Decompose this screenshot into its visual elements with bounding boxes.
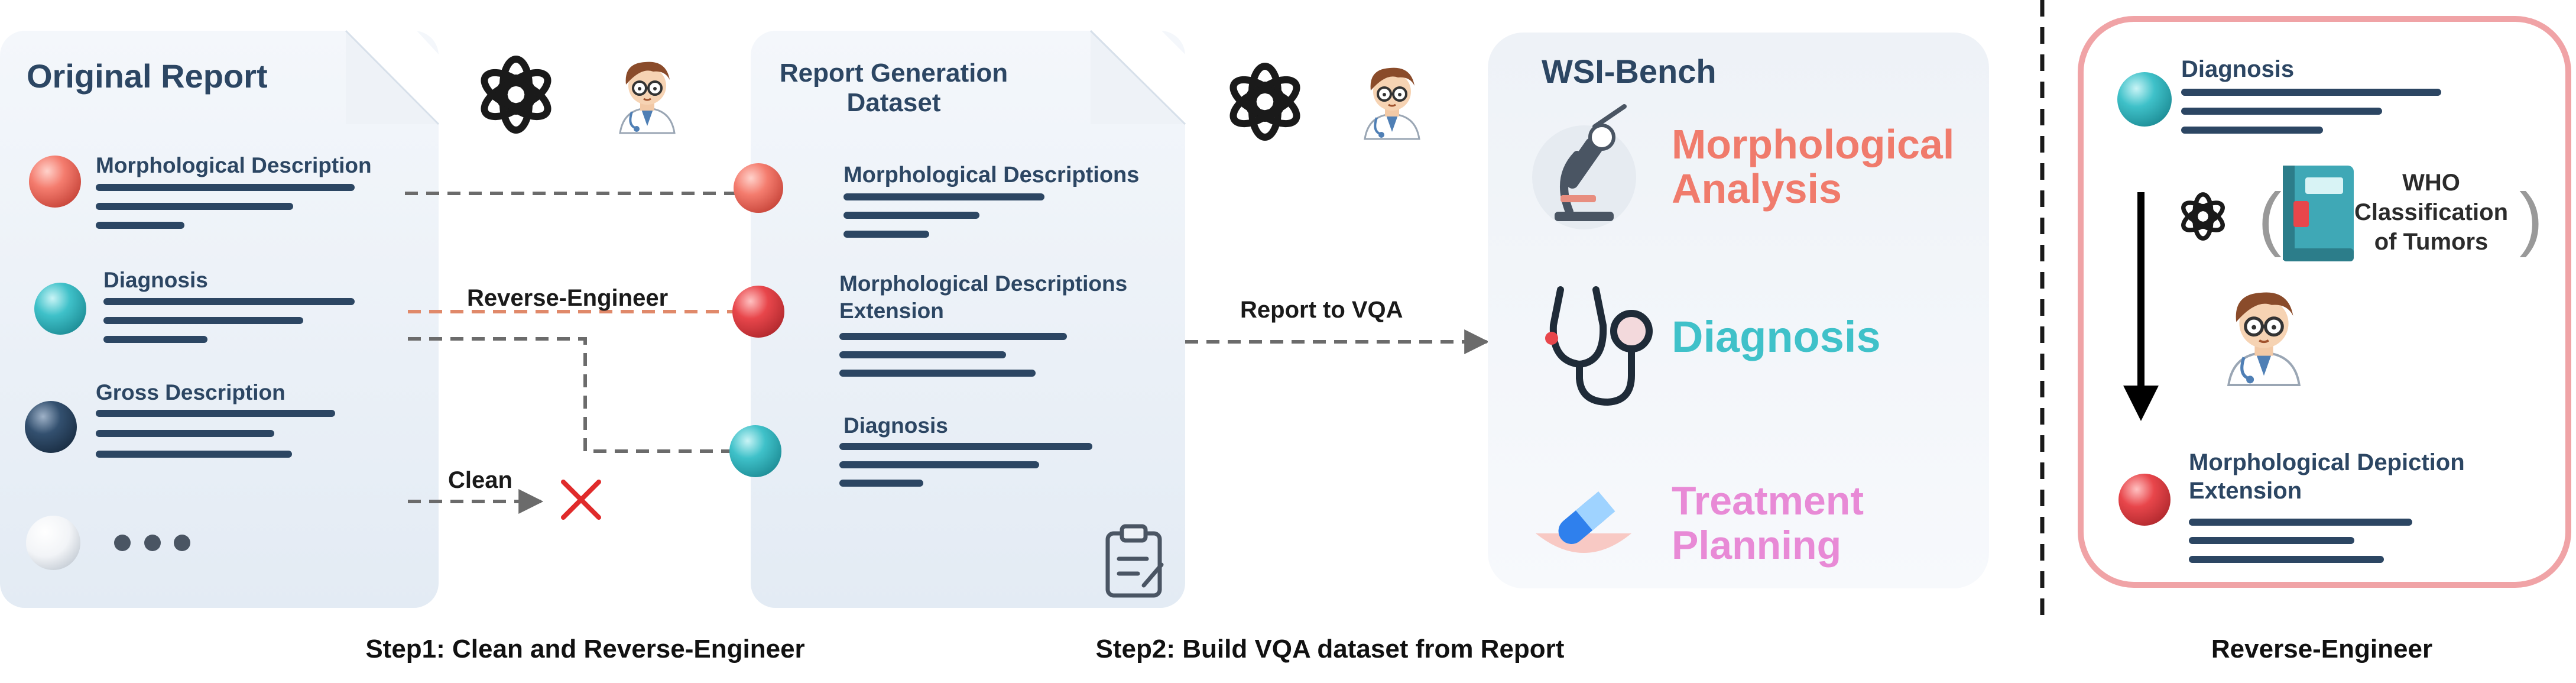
text-lines-icon <box>2189 519 2412 563</box>
morphological-descriptions-label: Morphological Descriptions <box>843 163 1139 187</box>
discard-x-icon <box>561 480 601 520</box>
morphological-analysis-line1: Morphological <box>1672 121 1954 167</box>
who-classification-line3: of Tumors <box>2374 229 2489 255</box>
text-lines-icon <box>839 443 1092 487</box>
step1-caption: Step1: Clean and Reverse-Engineer <box>365 635 804 663</box>
clean-arrow-label: Clean <box>448 467 512 493</box>
teal-ball-icon <box>729 425 781 477</box>
morph-extension-label-line1: Morphological Descriptions <box>839 271 1127 296</box>
doctor-avatar-icon <box>619 60 676 134</box>
openai-logo-icon <box>1228 66 1302 137</box>
who-classification-line1: WHO <box>2402 170 2460 196</box>
report-generation-title-line2: Dataset <box>847 88 941 117</box>
red-ball-icon <box>732 286 784 338</box>
morph-depiction-line2: Extension <box>2189 478 2302 504</box>
diagnosis-label: Diagnosis <box>843 413 948 438</box>
red-ball-icon <box>2118 474 2171 526</box>
who-classification-line2: Classification <box>2354 199 2508 225</box>
ellipsis-icon <box>114 535 190 551</box>
morph-extension-label-line2: Extension <box>839 299 944 323</box>
report-generation-title-line1: Report Generation <box>780 59 1008 88</box>
doctor-avatar-icon <box>1364 66 1420 140</box>
close-paren-icon: ) <box>2519 179 2543 258</box>
clipboard-icon <box>1105 524 1164 598</box>
stethoscope-icon <box>1545 286 1653 406</box>
diagnosis-label: Diagnosis <box>103 268 208 292</box>
salmon-ball-icon <box>29 156 81 208</box>
report-to-vqa-label: Report to VQA <box>1240 297 1403 323</box>
microscope-icon <box>1532 104 1636 229</box>
pill-icon <box>1536 491 1631 553</box>
text-lines-icon <box>843 193 1044 238</box>
step2-caption: Step2: Build VQA dataset from Report <box>1096 635 1565 663</box>
morph-depiction-line1: Morphological Depiction <box>2189 449 2465 475</box>
openai-logo-icon <box>479 59 553 130</box>
book-icon <box>2283 166 2354 261</box>
treatment-planning-line2: Planning <box>1672 523 1841 568</box>
reverse-engineer-panel: Diagnosis ( ) WHO Classification of Tumo… <box>2078 16 2571 588</box>
morphological-analysis-line2: Analysis <box>1672 166 1842 212</box>
text-lines-icon <box>103 298 355 343</box>
navy-ball-icon <box>25 401 77 453</box>
diagnosis-label: Diagnosis <box>2181 56 2294 82</box>
diagnosis-label: Diagnosis <box>1672 312 1881 361</box>
text-lines-icon <box>96 184 355 229</box>
teal-ball-icon <box>2117 72 2172 127</box>
open-paren-icon: ( <box>2258 179 2282 258</box>
original-report-panel: Original Report Morphological Descriptio… <box>0 30 440 608</box>
salmon-ball-icon <box>734 163 783 213</box>
reverse-engineer-caption: Reverse-Engineer <box>2211 635 2432 663</box>
text-lines-icon <box>96 410 335 458</box>
morphological-description-label: Morphological Description <box>96 153 372 177</box>
text-lines-icon <box>2181 89 2441 134</box>
text-lines-icon <box>839 333 1067 377</box>
teal-ball-icon <box>34 283 86 335</box>
wsi-bench-title: WSI-Bench <box>1542 53 1717 90</box>
document-fold-icon <box>1089 30 1186 125</box>
original-report-title: Original Report <box>27 57 268 95</box>
gross-description-label: Gross Description <box>96 380 285 404</box>
white-ball-icon <box>26 516 80 570</box>
document-fold-icon <box>345 30 440 125</box>
reverse-engineer-arrow-label: Reverse-Engineer <box>467 285 668 311</box>
treatment-planning-line1: Treatment <box>1672 478 1864 523</box>
step1-arrows <box>405 181 771 514</box>
report-generation-panel: Report Generation Dataset Morphological … <box>729 30 1186 608</box>
wsi-bench-panel: WSI-Bench Morphological Analysis Diagnos… <box>1488 33 1989 588</box>
